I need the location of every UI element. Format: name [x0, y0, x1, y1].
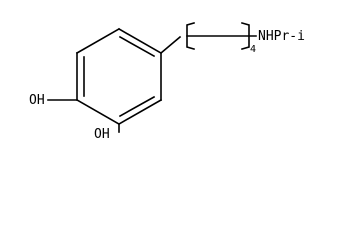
chain-bond [159, 35, 182, 55]
molecule-drawing: 4 NHPr-i OH OH [29, 22, 305, 142]
benzene-ring [75, 27, 163, 126]
ring-bond [75, 98, 121, 126]
bracket-right [241, 22, 250, 50]
ring-bond [75, 27, 121, 55]
ring-bond [117, 27, 163, 55]
repeat-count: 4 [250, 44, 256, 55]
structure-diagram: 4 NHPr-i OH OH [29, 22, 305, 142]
amine-label: NHPr-i [258, 29, 305, 44]
hydroxyl-label-bottom: OH [94, 127, 110, 142]
ring-double-bond [118, 95, 156, 118]
ring-double-bond [118, 35, 156, 58]
hydroxyl-label-top: OH [29, 93, 45, 108]
ring-bond [117, 98, 163, 126]
